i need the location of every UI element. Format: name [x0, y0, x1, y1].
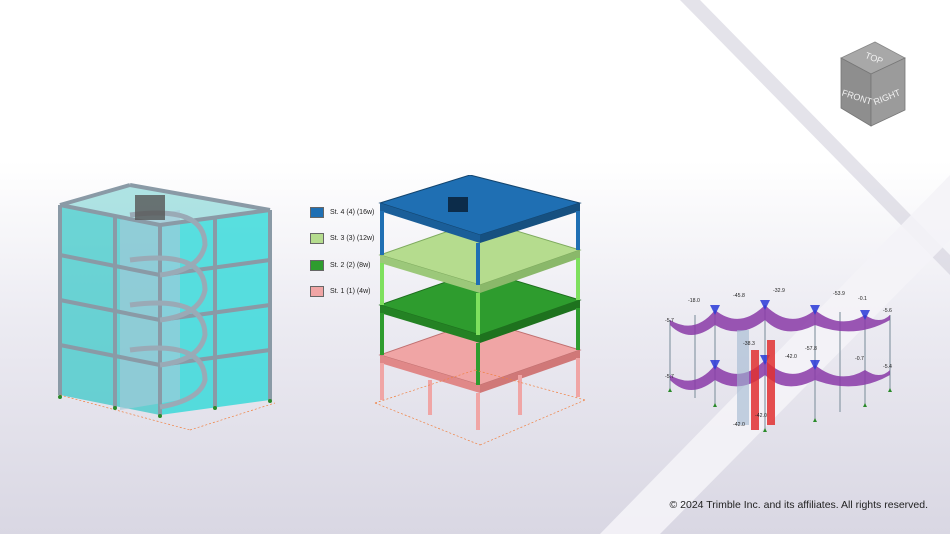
result-label: -5.4 [883, 364, 892, 370]
result-label: -42.0 [755, 413, 767, 419]
legend-swatch [310, 206, 324, 218]
result-label: -5.7 [665, 374, 674, 380]
result-label: -18.0 [688, 298, 700, 304]
legend-label: St. 4 (4) (16w) [330, 208, 375, 216]
legend-item: St. 3 (3) (12w) [310, 233, 374, 245]
storey-legend: St. 4 (4) (16w) St. 3 (3) (12w) St. 2 (2… [310, 206, 374, 312]
legend-swatch [310, 259, 324, 271]
result-label: -5.6 [883, 308, 892, 314]
legend-item: St. 2 (2) (8w) [310, 259, 374, 271]
result-label: -42.0 [733, 422, 745, 428]
result-label: -5.7 [665, 318, 674, 324]
result-label: -32.9 [773, 288, 785, 294]
result-label: -0.7 [855, 356, 864, 362]
result-label: -0.1 [858, 296, 867, 302]
legend-swatch [310, 233, 324, 244]
result-label: -42.0 [785, 354, 797, 360]
result-label: -38.3 [743, 341, 755, 347]
storey-colored-model[interactable] [360, 175, 600, 460]
view-cube[interactable]: TOP FRONT RIGHT [835, 38, 910, 130]
structural-frame-model[interactable] [40, 175, 290, 445]
legend-label: St. 2 (2) (8w) [330, 261, 371, 269]
analysis-results-model[interactable]: -45.8 -32.9 -53.9 -0.1 -18.0 -5.6 -5.7 -… [655, 280, 905, 440]
result-label: -53.9 [833, 291, 845, 297]
legend-label: St. 3 (3) (12w) [330, 235, 375, 242]
legend-swatch [310, 286, 324, 297]
legend-item: St. 1 (1) (4w) [310, 286, 374, 298]
result-label: -45.8 [733, 293, 745, 299]
legend-label: St. 1 (1) (4w) [330, 288, 371, 295]
copyright-notice: © 2024 Trimble Inc. and its affiliates. … [669, 499, 929, 511]
result-label: -57.8 [805, 346, 817, 352]
legend-item: St. 4 (4) (16w) [310, 206, 374, 218]
